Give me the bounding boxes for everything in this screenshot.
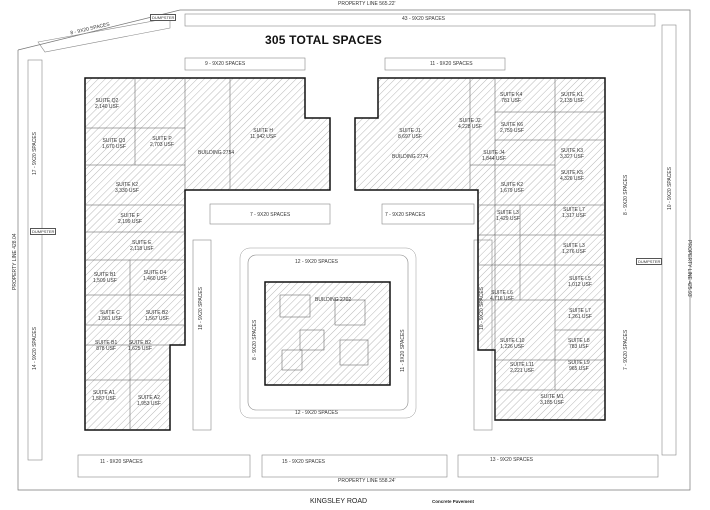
parking-top-row — [184, 13, 656, 27]
parking-east-top — [384, 57, 506, 71]
building-label-east: BUILDING 2774 — [392, 154, 429, 160]
parking-label: 7 - 9X20 SPACES — [385, 212, 426, 218]
parking-label: 15 - 9X20 SPACES — [282, 459, 325, 465]
property-line-right: PROPERTY LINE 425.93' — [686, 240, 692, 298]
parking-label: 43 - 9X20 SPACES — [402, 16, 445, 22]
parking-label: 18 - 9X20 SPACES — [198, 287, 204, 330]
parking-bottom-left — [77, 454, 251, 478]
parking-label: 7 - 9X20 SPACES — [250, 212, 291, 218]
property-line — [17, 9, 691, 491]
property-line-bottom: PROPERTY LINE 558.24' — [338, 478, 396, 484]
parking-bottom-mid — [261, 454, 448, 478]
center-building — [264, 281, 391, 386]
parking-center-ring — [247, 254, 409, 411]
parking-west-inner — [192, 239, 212, 431]
parking-mid-left — [209, 203, 331, 225]
west-suite-lines — [85, 78, 231, 430]
parking-label: 11 - 9X20 SPACES — [430, 61, 473, 67]
dumpster-right: DUMPSTER — [636, 258, 663, 265]
east-building — [354, 77, 606, 421]
dumpster-left: DUMPSTER — [30, 228, 57, 235]
parking-label: 13 - 9X20 SPACES — [490, 457, 533, 463]
parking-label: 7 - 9X20 SPACES — [623, 329, 629, 370]
parking-left-row — [27, 59, 43, 461]
parking-top-diagonal — [37, 17, 171, 53]
dumpster-top: DUMPSTER — [150, 14, 177, 21]
east-suite-lines — [469, 78, 605, 420]
parking-label: 11 - 9X20 SPACES — [100, 459, 143, 465]
parking-label: 8 - 9X20 SPACES — [623, 174, 629, 215]
parking-label: 17 - 9X20 SPACES — [32, 132, 38, 175]
parking-label: 11 - 9X20 SPACES — [400, 329, 406, 372]
paving-note: Concrete Pavement — [432, 499, 475, 504]
page-title: 305 TOTAL SPACES — [265, 33, 383, 47]
center-suite-lines — [279, 294, 369, 371]
building-label-west: BUILDING 2754 — [198, 150, 235, 156]
parking-bottom-right — [457, 454, 659, 478]
parking-label: 14 - 9X20 SPACES — [32, 327, 38, 370]
parking-mid-right — [381, 203, 475, 225]
parking-label: 10 - 9X20 SPACES — [479, 287, 485, 330]
parking-label: 10 - 9X20 SPACES — [667, 167, 673, 210]
parking-right-row — [661, 24, 677, 456]
parking-label: 12 - 9X20 SPACES — [295, 259, 338, 265]
property-line-top: PROPERTY LINE 565.22' — [338, 1, 396, 7]
parking-west-top — [184, 57, 306, 71]
building-label-center: BUILDING 2702 — [315, 297, 352, 303]
property-line-left: PROPERTY LINE 428.04 — [12, 233, 18, 290]
road-label: KINGSLEY ROAD — [310, 498, 368, 505]
parking-label: 12 - 9X20 SPACES — [295, 410, 338, 416]
parking-label: 8 - 9X20 SPACES — [252, 319, 258, 360]
parking-label: 9 - 9X20 SPACES — [205, 61, 246, 67]
parking-center-outer — [239, 247, 417, 419]
